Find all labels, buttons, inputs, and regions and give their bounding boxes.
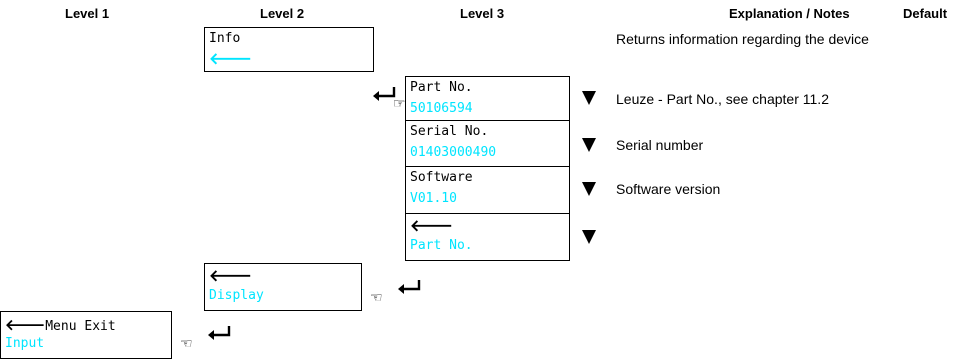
- note-info: Returns information regarding the device: [616, 31, 869, 47]
- serial-no-box[interactable]: Serial No. 01403000490: [405, 120, 570, 167]
- back-box-level2-value: Display: [209, 288, 264, 303]
- software-value: V01.10: [410, 191, 457, 206]
- header-level-1: Level 1: [65, 6, 110, 21]
- header-default: Default: [903, 6, 948, 21]
- part-no-value: 50106594: [410, 101, 473, 116]
- header-level-2: Level 2: [260, 6, 305, 21]
- info-menu-box[interactable]: Info 🡐: [204, 27, 374, 72]
- down-triangle-icon: [582, 138, 596, 152]
- back-arrow-icon: 🡐: [5, 316, 46, 334]
- enter-return-icon: [397, 278, 423, 296]
- back-box-level2[interactable]: 🡐 Display: [204, 263, 362, 311]
- software-label: Software: [410, 170, 473, 185]
- down-triangle-icon: [582, 182, 596, 196]
- note-part-no: Leuze - Part No., see chapter 11.2: [616, 91, 829, 107]
- note-serial-no: Serial number: [616, 137, 704, 153]
- menu-exit-value: Input: [5, 336, 45, 351]
- menu-exit-label: Menu Exit: [45, 319, 116, 334]
- enter-return-icon: [207, 324, 233, 342]
- down-triangle-icon: [582, 91, 596, 105]
- serial-no-label: Serial No.: [410, 124, 489, 139]
- info-title: Info: [209, 31, 241, 46]
- menu-exit-box[interactable]: 🡐Menu Exit Input: [0, 311, 172, 359]
- header-notes: Explanation / Notes: [729, 6, 850, 21]
- hand-pointing-left-icon: ☜: [370, 289, 383, 305]
- part-no-label: Part No.: [410, 80, 473, 95]
- back-arrow-icon: 🡐: [410, 216, 453, 235]
- down-triangle-icon: [582, 230, 596, 244]
- hand-pointing-left-icon: ☜: [180, 335, 193, 351]
- back-arrow-icon: 🡐: [209, 266, 252, 285]
- header-level-3: Level 3: [460, 6, 505, 21]
- hand-pointing-right-icon: ☞: [393, 95, 406, 111]
- note-software: Software version: [616, 181, 721, 197]
- back-arrow-icon: 🡐: [209, 49, 252, 68]
- part-no-box[interactable]: Part No. 50106594: [405, 76, 570, 121]
- back-box-level3[interactable]: 🡐 Part No.: [405, 213, 570, 261]
- serial-no-value: 01403000490: [410, 145, 497, 160]
- enter-return-icon: [372, 85, 398, 103]
- back-box-level3-value: Part No.: [410, 238, 473, 253]
- software-box[interactable]: Software V01.10: [405, 166, 570, 214]
